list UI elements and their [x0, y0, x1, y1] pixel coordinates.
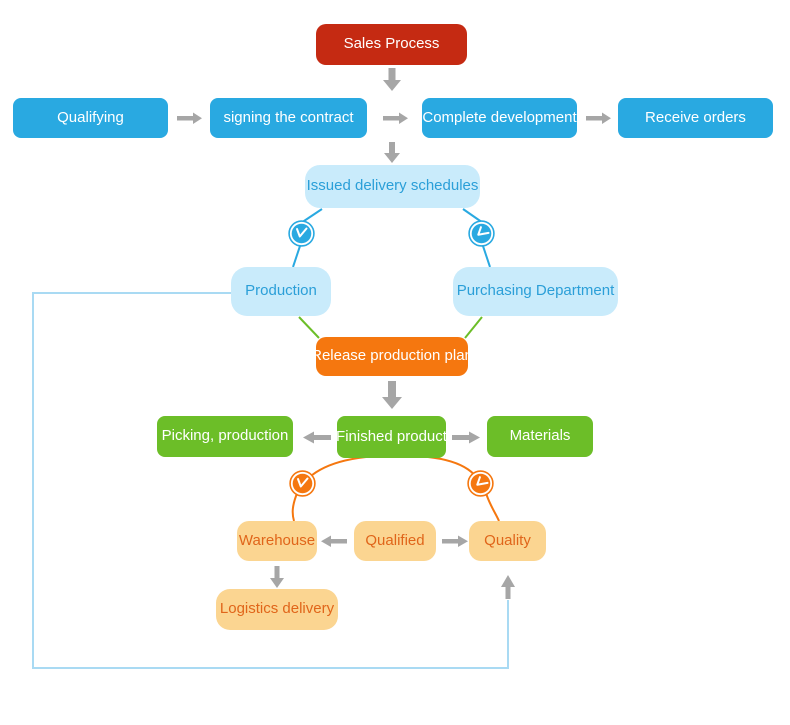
node-purchasing-department: Purchasing Department	[453, 267, 618, 316]
blue-connector-lines	[292, 208, 491, 268]
node-qualifying: Qualifying	[13, 98, 168, 138]
node-materials: Materials	[487, 416, 593, 457]
green-connector-lines	[298, 316, 483, 339]
clock-icon	[289, 470, 316, 497]
node-logistics-delivery: Logistics delivery	[216, 589, 338, 630]
gray-arrows	[177, 68, 611, 599]
node-quality: Quality	[469, 521, 546, 561]
node-warehouse: Warehouse	[237, 521, 317, 561]
clock-icon	[468, 220, 495, 247]
clock-icon	[467, 470, 494, 497]
node-issued-delivery-schedules: Issued delivery schedules	[305, 165, 480, 208]
node-signing-the-contract: signing the contract	[210, 98, 367, 138]
node-production: Production	[231, 267, 331, 316]
node-picking-production: Picking, production	[157, 416, 293, 457]
node-complete-development: Complete development	[422, 98, 577, 138]
node-sales-process: Sales Process	[316, 24, 467, 65]
node-receive-orders: Receive orders	[618, 98, 773, 138]
clock-icon	[288, 220, 315, 247]
node-release-production-plan: Release production plan	[311, 337, 473, 376]
node-qualified: Qualified	[354, 521, 436, 561]
node-finished-product: Finished product	[336, 416, 447, 458]
